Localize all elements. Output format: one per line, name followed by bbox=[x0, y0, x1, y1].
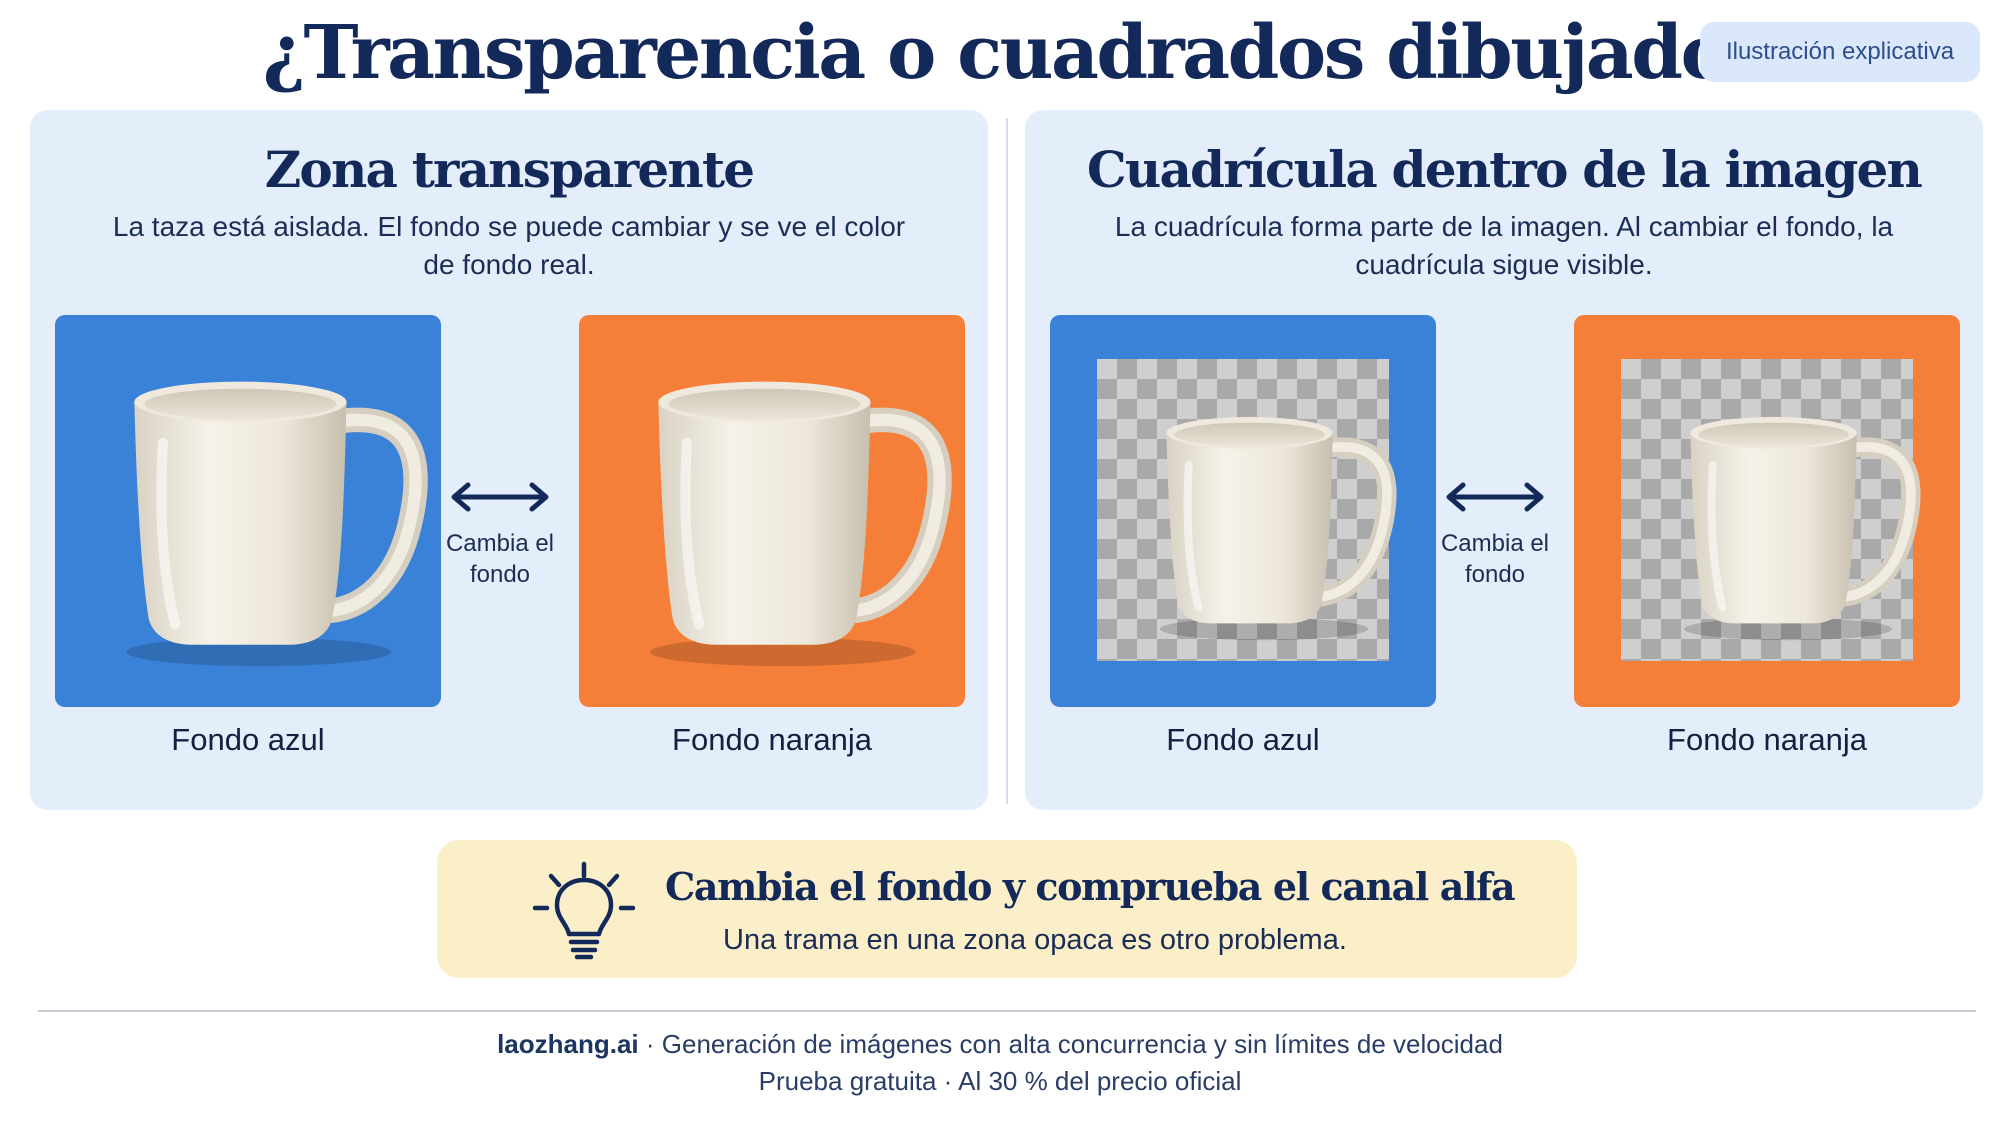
card-caption: Fondo azul bbox=[1166, 722, 1320, 757]
footer-line-1: laozhang.ai · Generación de imágenes con… bbox=[0, 1026, 2000, 1063]
checkerboard-panel: Cuadrícula dentro de la imagen La cuadrí… bbox=[1025, 110, 1983, 810]
footer: laozhang.ai · Generación de imágenes con… bbox=[0, 1026, 2000, 1100]
footer-line-2: Prueba gratuita · Al 30 % del precio ofi… bbox=[758, 1066, 1242, 1096]
panel-title: Zona transparente bbox=[264, 140, 755, 199]
mug-image bbox=[579, 315, 965, 707]
blue-background-card bbox=[1050, 315, 1436, 707]
orange-background-card bbox=[1574, 315, 1960, 707]
swap-label: Cambia el fondo bbox=[445, 530, 555, 588]
panel-divider bbox=[1006, 118, 1008, 804]
double-arrow-icon bbox=[1446, 482, 1544, 512]
swap-hint: Cambia el fondo bbox=[1430, 480, 1560, 590]
mug-image bbox=[55, 315, 441, 707]
card-caption: Fondo azul bbox=[171, 722, 325, 757]
tip-text: Una trama en una zona opaca es otro prob… bbox=[723, 924, 1347, 956]
footer-divider bbox=[38, 1010, 1976, 1012]
tip-box: Cambia el fondo y comprueba el canal alf… bbox=[437, 840, 1577, 978]
page-title: ¿Transparencia o cuadrados dibujados? bbox=[262, 10, 1810, 96]
brand-link: laozhang.ai bbox=[497, 1029, 639, 1059]
tip-title: Cambia el fondo y comprueba el canal alf… bbox=[665, 864, 1516, 909]
swap-hint: Cambia el fondo bbox=[435, 480, 565, 590]
mug-image bbox=[1050, 315, 1436, 707]
card-caption: Fondo naranja bbox=[672, 722, 872, 757]
card-caption: Fondo naranja bbox=[1667, 722, 1867, 757]
illustration-badge: Ilustración explicativa bbox=[1700, 22, 1980, 82]
mug-image bbox=[1574, 315, 1960, 707]
footer-tagline: · Generación de imágenes con alta concur… bbox=[645, 1029, 1503, 1059]
orange-background-card bbox=[579, 315, 965, 707]
double-arrow-icon bbox=[451, 482, 549, 512]
blue-background-card bbox=[55, 315, 441, 707]
panel-title: Cuadrícula dentro de la imagen bbox=[1086, 140, 1923, 199]
panel-description: La taza está aislada. El fondo se puede … bbox=[112, 211, 906, 280]
transparent-zone-panel: Zona transparente La taza está aislada. … bbox=[30, 110, 988, 810]
panel-description: La cuadrícula forma parte de la imagen. … bbox=[1114, 211, 1894, 280]
swap-label: Cambia el fondo bbox=[1440, 530, 1550, 588]
lightbulb-icon bbox=[532, 861, 636, 960]
